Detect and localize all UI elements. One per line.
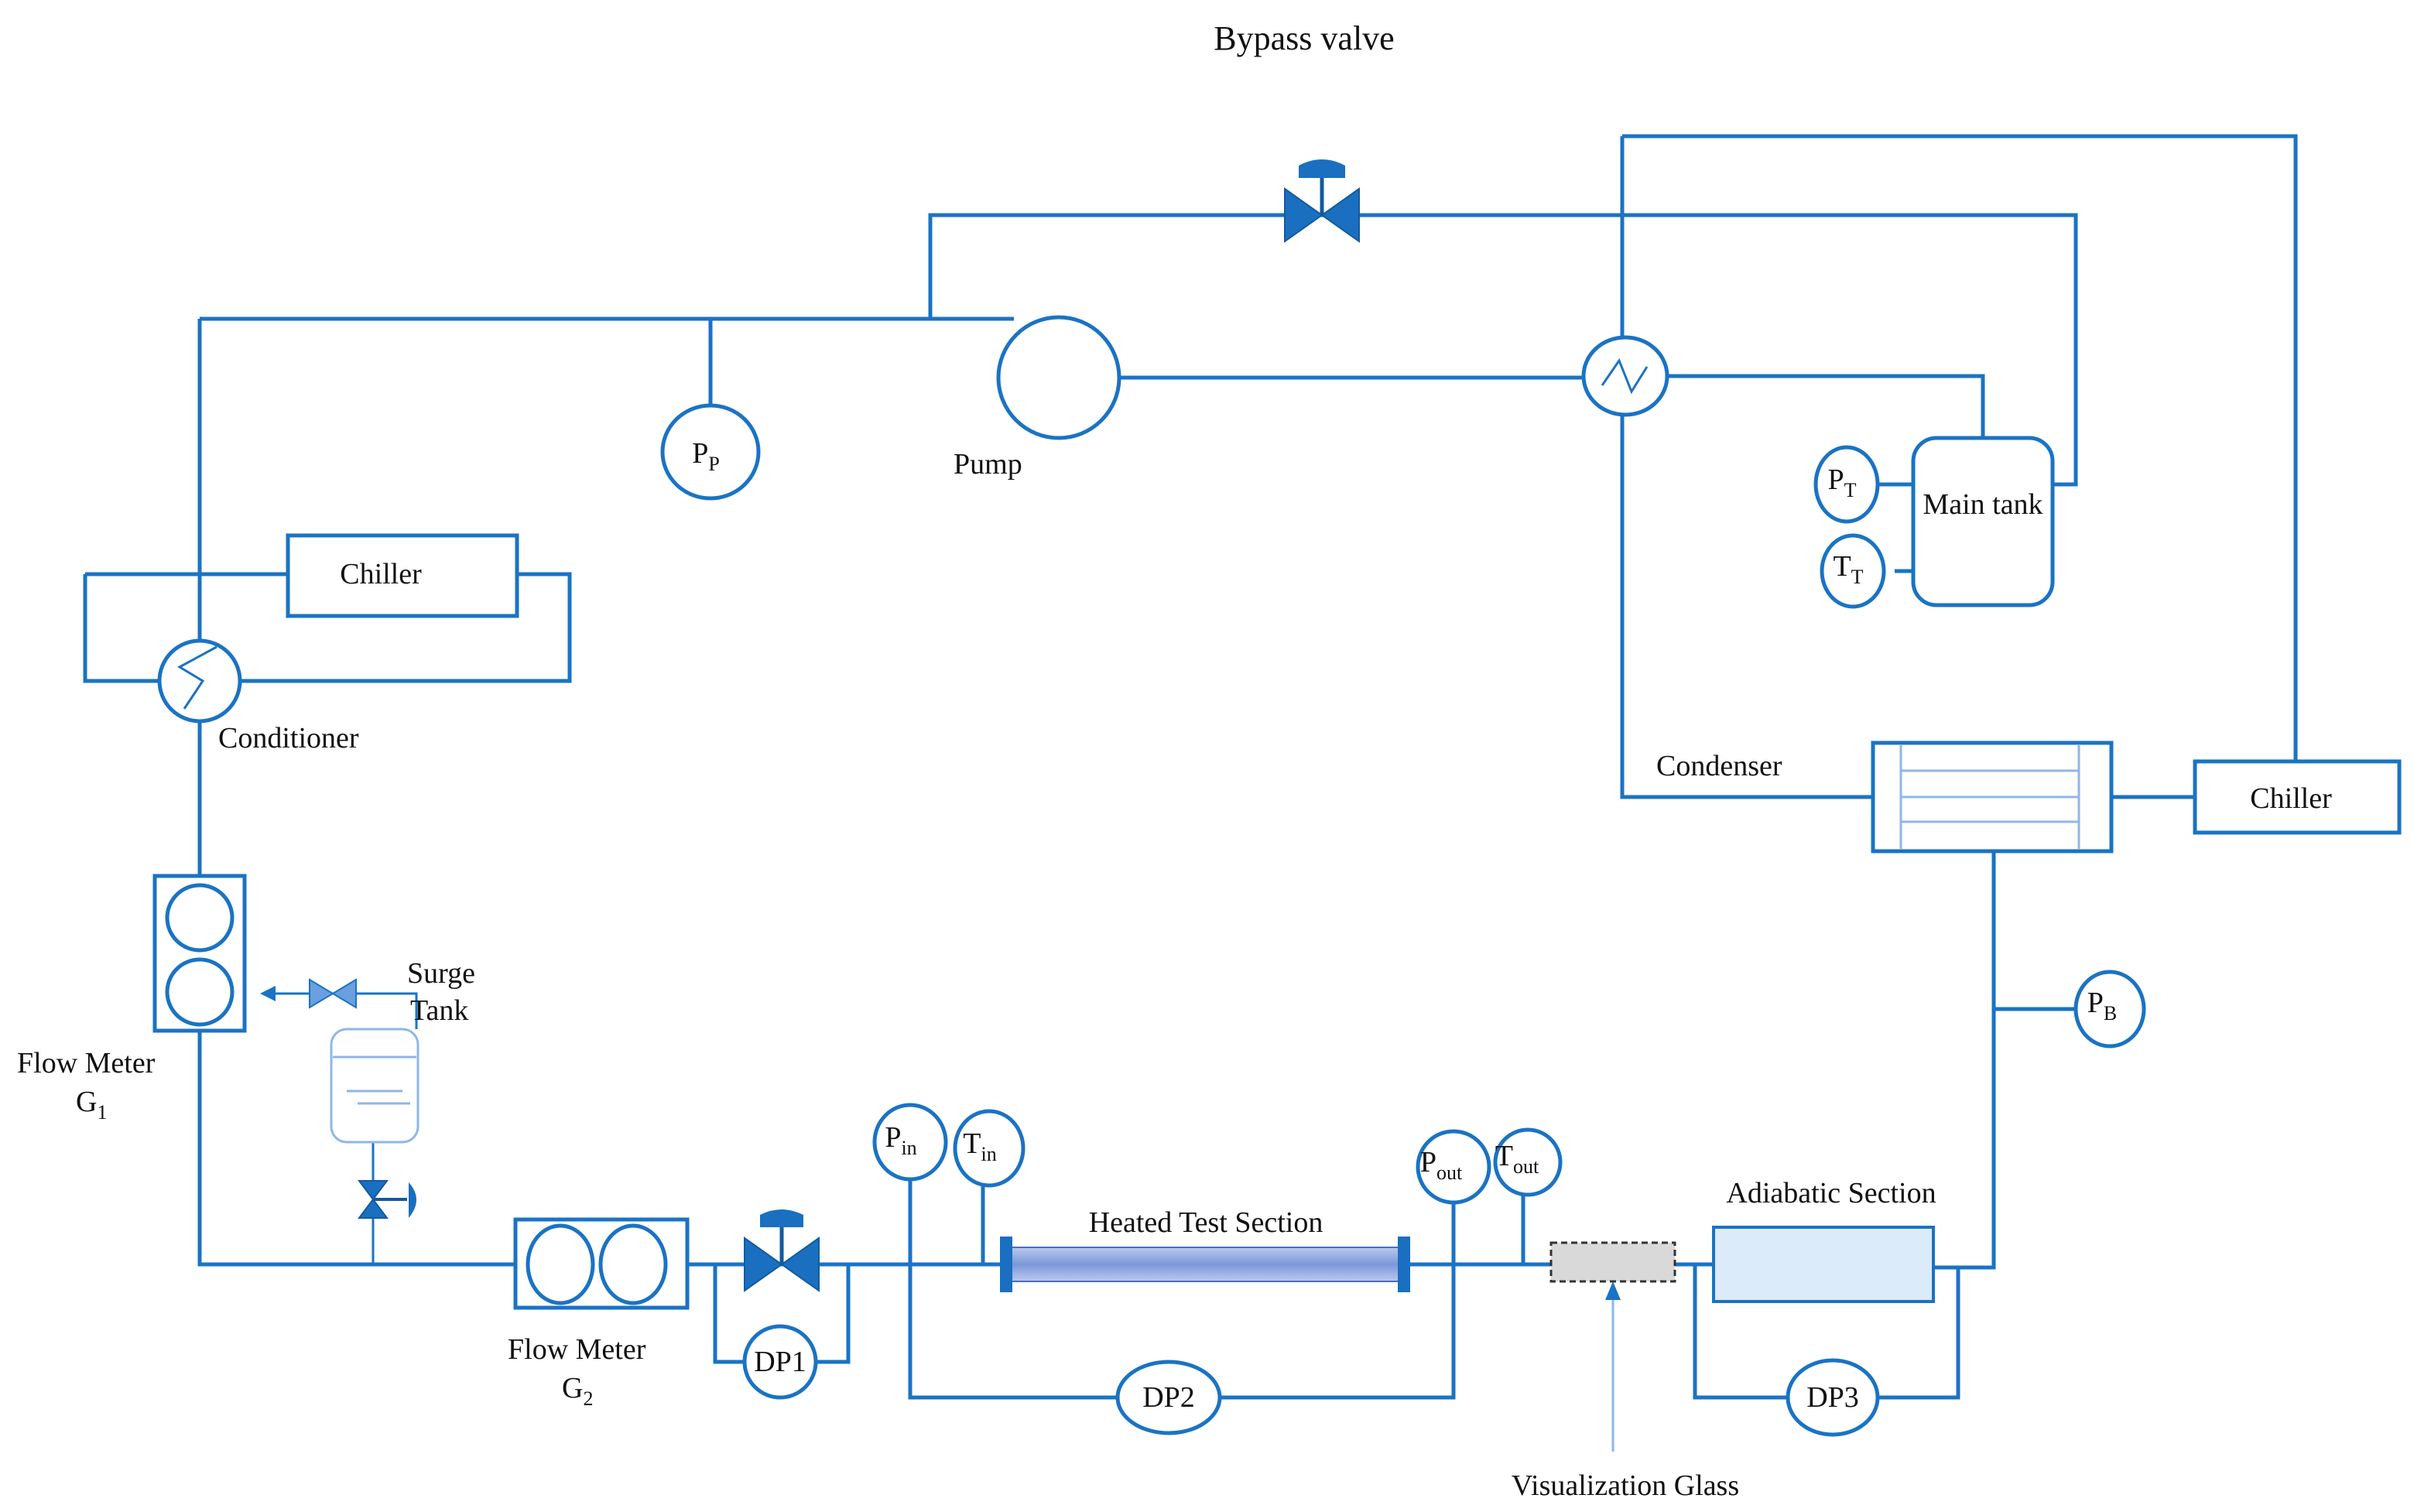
surge-tank-label-line1: Surge <box>407 957 475 990</box>
pressure-gauge-pb: PB <box>2073 970 2146 1048</box>
conditioner-label: Conditioner <box>218 722 359 754</box>
condenser-icon[interactable] <box>1871 741 2114 853</box>
svg-text:PT: PT <box>1827 464 1856 501</box>
flow-meter-g1-icon[interactable] <box>152 874 247 1033</box>
svg-text:Tin: Tin <box>963 1127 996 1165</box>
adiabatic-section-label: Adiabatic Section <box>1726 1177 1936 1209</box>
chiller-right[interactable]: Chiller <box>2193 759 2402 835</box>
flow-meter-g2-icon[interactable] <box>513 1217 690 1310</box>
temperature-gauge-tout: Tout <box>1493 1127 1563 1197</box>
svg-text:DP1: DP1 <box>754 1346 806 1378</box>
flow-meter-g1-label: Flow Meter <box>17 1047 156 1079</box>
control-valve-icon[interactable] <box>744 1209 820 1292</box>
differential-pressure-dp3: DP3 <box>1786 1358 1880 1437</box>
svg-text:Pout: Pout <box>1420 1146 1463 1184</box>
main-tank-label: Main tank <box>1923 488 2042 521</box>
flow-meter-g2-symbol: G2 <box>562 1372 593 1410</box>
diagram-title: Bypass valve <box>1214 19 1394 57</box>
heated-test-section[interactable] <box>1000 1237 1410 1292</box>
svg-text:Pin: Pin <box>885 1121 916 1159</box>
differential-pressure-dp2: DP2 <box>1115 1360 1222 1435</box>
pressure-gauge-pout: Pout <box>1416 1129 1491 1205</box>
svg-text:PB: PB <box>2087 987 2117 1025</box>
svg-text:PP: PP <box>692 437 720 475</box>
pressure-gauge-pt: PT <box>1813 445 1880 524</box>
svg-text:Tout: Tout <box>1495 1140 1539 1178</box>
adiabatic-section[interactable] <box>1712 1226 1935 1303</box>
surge-tank-label-line2: Tank <box>410 994 468 1027</box>
flow-meter-g2-label: Flow Meter <box>508 1333 646 1366</box>
conditioner-icon[interactable] <box>157 638 242 724</box>
condenser-label: Condenser <box>1656 750 1782 782</box>
main-tank[interactable]: Main tank <box>1911 436 2055 607</box>
heated-test-section-label: Heated Test Section <box>1089 1206 1323 1239</box>
chiller-right-label: Chiller <box>2250 782 2332 815</box>
pump-label: Pump <box>954 448 1022 481</box>
temperature-gauge-tt: TT <box>1820 533 1886 609</box>
chiller-left[interactable]: Chiller <box>286 533 519 618</box>
temperature-gauge-tin: Tin <box>953 1109 1026 1188</box>
pressure-gauge-pin: Pin <box>872 1103 948 1182</box>
surge-vent-valve-icon[interactable] <box>309 978 357 1009</box>
surge-drain-valve-icon[interactable] <box>358 1180 416 1219</box>
visualization-glass[interactable] <box>1549 1241 1676 1452</box>
pipe-network <box>83 134 2298 1400</box>
bypass-valve-icon[interactable] <box>1284 159 1360 243</box>
svg-text:DP2: DP2 <box>1142 1381 1195 1414</box>
visualization-glass-label: Visualization Glass <box>1512 1469 1739 1502</box>
surge-tank[interactable] <box>330 1028 419 1144</box>
heat-exchanger-top-icon[interactable] <box>1581 335 1669 417</box>
pressure-gauge-pp: PP <box>660 403 761 501</box>
svg-text:DP3: DP3 <box>1806 1381 1859 1414</box>
differential-pressure-dp1: DP1 <box>742 1324 818 1400</box>
chiller-left-label: Chiller <box>340 558 422 590</box>
flow-meter-g1-symbol: G1 <box>76 1086 107 1124</box>
svg-text:TT: TT <box>1833 550 1863 588</box>
pump-icon[interactable] <box>996 315 1121 440</box>
